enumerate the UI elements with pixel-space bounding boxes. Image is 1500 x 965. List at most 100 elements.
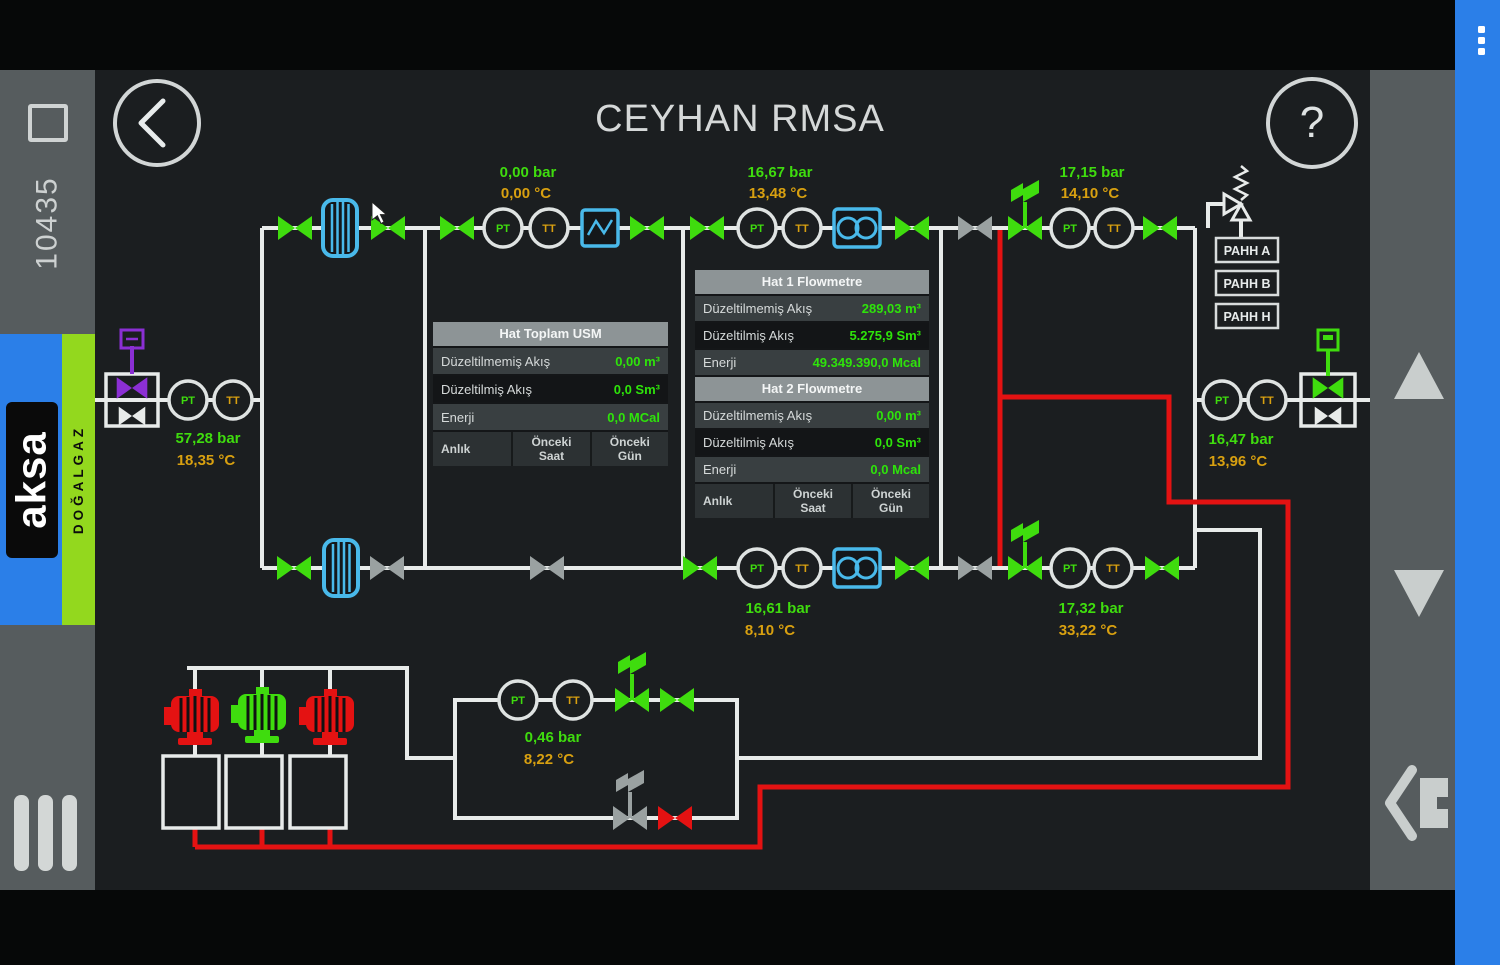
svg-text:TT: TT	[795, 223, 809, 235]
valve-icon[interactable]	[895, 556, 929, 580]
brand-logo: aksa	[6, 402, 58, 558]
pump-motor-2-icon[interactable]	[229, 685, 288, 745]
inlet-pressure: 57,28 bar	[175, 430, 240, 447]
svg-text:PT: PT	[750, 563, 764, 575]
line1-filter-temperature: 0,00 °C	[501, 185, 551, 202]
boiler-2[interactable]	[224, 754, 284, 830]
mouse-cursor-icon	[371, 200, 388, 225]
inlet-temperature: 18,35 °C	[177, 452, 236, 469]
onceki-gun-button[interactable]: Önceki Gün	[851, 484, 929, 518]
tt-indicator: TT	[1246, 379, 1288, 421]
pt-indicator: PT	[1201, 379, 1243, 421]
anlik-button[interactable]: Anlık	[695, 484, 773, 518]
closed-valve-icon[interactable]	[370, 556, 404, 580]
heater-bypass-control-valve-icon[interactable]	[613, 770, 647, 830]
valve-icon[interactable]	[278, 216, 312, 240]
svg-text:PT: PT	[1215, 395, 1229, 407]
svg-text:TT: TT	[1107, 223, 1121, 235]
onceki-gun-button[interactable]: Önceki Gün	[589, 432, 668, 466]
heater-control-valve-icon[interactable]	[615, 652, 649, 712]
valve-icon[interactable]	[683, 556, 717, 580]
valve-icon[interactable]	[895, 216, 929, 240]
svg-text:TT: TT	[542, 223, 556, 235]
valve-icon[interactable]	[440, 216, 474, 240]
table-row: Düzeltilmiş Akış 0,0 Sm³	[433, 376, 668, 404]
collapse-panel-button[interactable]	[1384, 762, 1454, 846]
pahh-a-alarm[interactable]: PAHH A	[1214, 236, 1280, 264]
tt-indicator: TT	[1093, 207, 1135, 249]
valve-icon[interactable]	[630, 216, 664, 240]
more-options-icon[interactable]	[1476, 24, 1488, 60]
table-row: Düzeltilmiş Akış 5.275,9 Sm³	[695, 323, 929, 350]
regulator-valve-icon[interactable]	[1008, 520, 1042, 580]
flowmeter-icon[interactable]	[832, 547, 882, 589]
valve-icon[interactable]	[1143, 216, 1177, 240]
valve-icon[interactable]	[277, 556, 311, 580]
valve-icon[interactable]	[1145, 556, 1179, 580]
scroll-up-button[interactable]	[1388, 348, 1448, 404]
scroll-down-button[interactable]	[1388, 566, 1448, 622]
left-sidebar-top	[0, 70, 95, 334]
pt-indicator: PT	[482, 207, 524, 249]
menu-button[interactable]	[14, 795, 84, 873]
line1-meter-pressure: 16,67 bar	[747, 164, 812, 181]
tt-indicator: TT	[781, 207, 823, 249]
gas-filter-icon[interactable]	[322, 538, 360, 598]
table-footer: Anlık Önceki Saat Önceki Gün	[695, 484, 929, 518]
tt-indicator: TT	[212, 379, 254, 421]
pt-indicator: PT	[1049, 207, 1091, 249]
table-row: Enerji 0,0 MCal	[433, 404, 668, 432]
inlet-valve-stem	[130, 346, 134, 374]
valve-icon[interactable]	[690, 216, 724, 240]
back-button[interactable]	[113, 79, 201, 167]
station-outlet-temperature: 13,96 °C	[1209, 453, 1268, 470]
outlet-valve-actuator-icon	[1316, 328, 1340, 352]
tt-indicator: TT	[1092, 547, 1134, 589]
right-blue-strip	[1455, 0, 1500, 965]
inlet-bypass-valve-icon[interactable]	[118, 406, 146, 426]
table-row: Düzeltilmemiş Akış 0,00 m³	[695, 403, 929, 430]
usm-meter-icon[interactable]	[580, 208, 620, 248]
station-code: 10435	[30, 175, 64, 270]
valve-icon[interactable]	[371, 216, 405, 240]
svg-text:TT: TT	[795, 563, 809, 575]
relief-valve-icon[interactable]	[1222, 165, 1253, 222]
help-button[interactable]: ?	[1266, 77, 1358, 169]
closed-valve-icon[interactable]	[530, 556, 564, 580]
alarm-valve-icon[interactable]	[658, 806, 692, 830]
gas-filter-icon[interactable]	[321, 198, 359, 258]
boiler-1[interactable]	[161, 754, 221, 830]
svg-text:PT: PT	[496, 223, 510, 235]
pump-motor-3-icon[interactable]	[297, 687, 356, 747]
svg-text:PAHH B: PAHH B	[1224, 277, 1271, 291]
usm-totals-table: Hat Toplam USM Düzeltilmemiş Akış 0,00 m…	[433, 322, 668, 466]
anlik-button[interactable]: Anlık	[433, 432, 511, 466]
pahh-b-alarm[interactable]: PAHH B	[1214, 269, 1280, 297]
regulator-valve-icon[interactable]	[1008, 180, 1042, 240]
table-row: Düzeltilmemiş Akış 0,00 m³	[433, 348, 668, 376]
onceki-saat-button[interactable]: Önceki Saat	[773, 484, 851, 518]
flowmeter-icon[interactable]	[832, 207, 882, 249]
pahh-h-alarm[interactable]: PAHH H	[1214, 302, 1280, 330]
onceki-saat-button[interactable]: Önceki Saat	[511, 432, 589, 466]
valve-icon[interactable]	[660, 688, 694, 712]
table-row: Enerji 49.349.390,0 Mcal	[695, 350, 929, 377]
outlet-bypass-valve-icon[interactable]	[1314, 406, 1342, 426]
heater-pressure: 0,46 bar	[525, 729, 582, 746]
inlet-shutoff-valve-icon[interactable]	[116, 377, 148, 399]
svg-text:TT: TT	[1260, 395, 1274, 407]
svg-text:PT: PT	[1063, 563, 1077, 575]
closed-valve-icon[interactable]	[958, 216, 992, 240]
tt-indicator: TT	[552, 679, 594, 721]
flowmeter-tables: Hat 1 Flowmetre Düzeltilmemiş Akış 289,0…	[695, 270, 929, 518]
line2-outlet-pressure: 17,32 bar	[1058, 600, 1123, 617]
boiler-3[interactable]	[288, 754, 348, 830]
question-mark-icon: ?	[1299, 98, 1325, 147]
window-icon[interactable]	[28, 104, 68, 142]
pump-motor-1-icon[interactable]	[162, 687, 221, 747]
outlet-valve-actuator-detail	[1323, 335, 1333, 340]
closed-valve-icon[interactable]	[958, 556, 992, 580]
outlet-shutoff-valve-icon[interactable]	[1312, 377, 1344, 399]
